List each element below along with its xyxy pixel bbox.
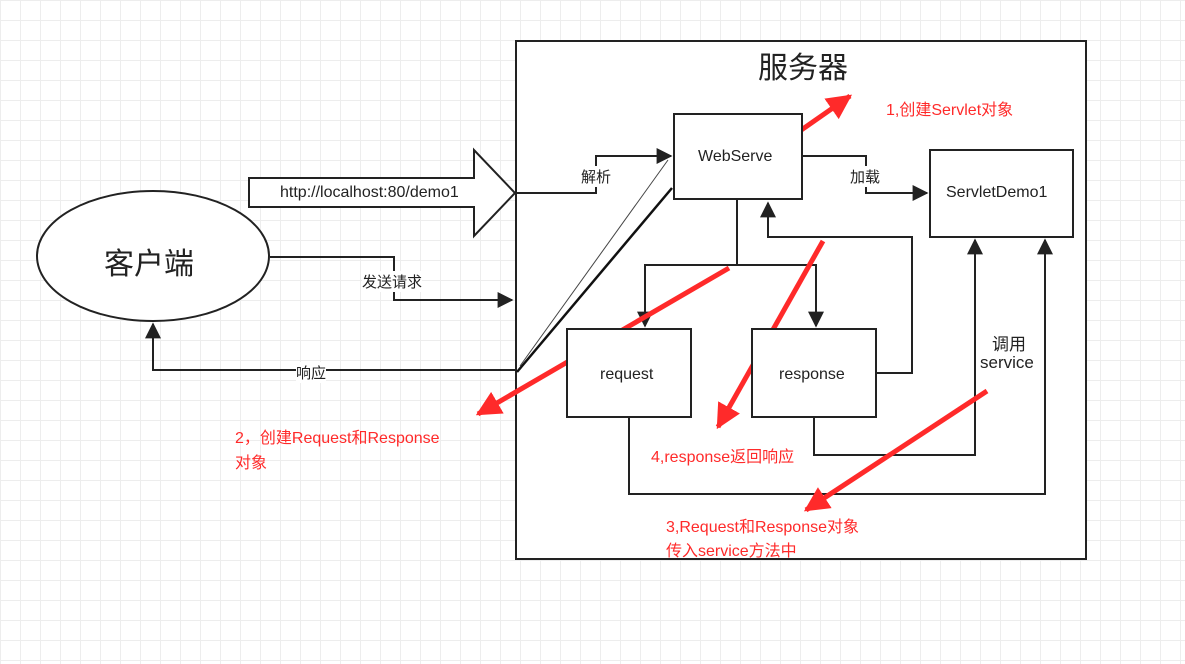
step4-annotation: 4,response返回响应	[651, 443, 795, 467]
to-request-connector	[637, 264, 737, 328]
to-response-connector	[737, 264, 824, 328]
request-label: request	[600, 366, 654, 383]
step2-annotation-line2: 对象	[235, 455, 268, 472]
url-label: http://localhost:80/demo1	[280, 184, 459, 201]
create-request-pointer-line-thin	[519, 159, 669, 367]
response-connector	[145, 322, 516, 371]
servlet-demo-box	[929, 149, 1074, 238]
servlet-demo-label: ServletDemo1	[946, 184, 1048, 201]
request-to-servlet-connector	[628, 238, 1053, 495]
step2-annotation-line1: 2，创建Request和Response	[235, 430, 440, 447]
step3-annotation-line1: 3,Request和Response对象	[666, 519, 859, 536]
response-to-servlet-connector	[813, 238, 983, 456]
client-ellipse	[36, 190, 270, 322]
parse-label: 解析	[581, 166, 612, 187]
step1-annotation-arrow	[795, 93, 853, 136]
client-label: 客户端	[104, 248, 194, 281]
request-box	[566, 328, 692, 418]
response-return-connector	[760, 201, 913, 374]
server-title: 服务器	[758, 52, 848, 85]
service-label: service	[980, 353, 1034, 373]
step3-annotation-line2: 传入service方法中	[666, 543, 797, 560]
url-request-arrow	[248, 147, 517, 239]
create-request-pointer-line	[516, 187, 673, 373]
webserve-label: WebServe	[698, 148, 773, 165]
step3-annotation-arrow	[803, 388, 989, 513]
response-label: response	[779, 366, 845, 383]
send-request-label: 发送请求	[362, 271, 423, 292]
webserve-box	[673, 113, 803, 200]
response-back-label: 响应	[296, 362, 327, 383]
step1-annotation: 1,创建Servlet对象	[886, 102, 1014, 119]
call-label: 调用	[992, 330, 1026, 355]
load-label: 加载	[850, 166, 881, 187]
response-box	[751, 328, 877, 418]
